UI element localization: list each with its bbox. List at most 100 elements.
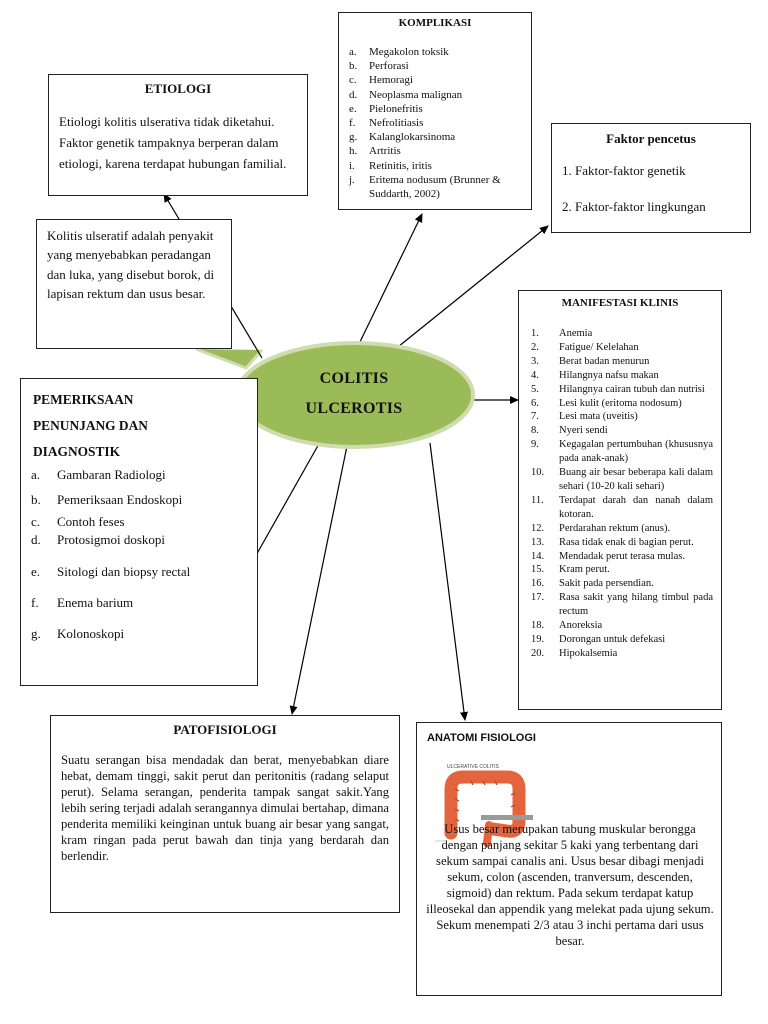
colon-illustration: ULCERATIVE COLITIS	[435, 764, 533, 847]
manifestasi-item-text: Berat badan menurun	[559, 355, 650, 367]
manifestasi-item-text: Nyeri sendi	[559, 425, 608, 437]
manifestasi-item: 13. Rasa tidak enak di bagian perut.	[531, 536, 721, 550]
pemeriksaan-item-text: Sitologi dan biopsy rectal	[57, 564, 191, 579]
arrow-to-anatomi	[429, 442, 468, 721]
pemeriksaan-item: f.Enema barium	[31, 595, 257, 626]
manifestasi-item: 10. Buang air besar beberapa kali dalam s…	[531, 466, 721, 494]
manifestasi-item-text: Kram perut.	[559, 564, 610, 576]
komplikasi-item: h. Artritis	[349, 144, 531, 158]
komplikasi-item-text: Eritema nodusum (Brunner & Suddarth, 200…	[369, 173, 501, 201]
manifestasi-item-text: Fatigue/ Kelelahan	[559, 341, 639, 353]
manifestasi-item-marker: 9.	[531, 439, 539, 451]
manifestasi-item-marker: 2.	[531, 341, 539, 353]
manifestasi-item-text: Buang air besar beberapa kali dalam seha…	[559, 467, 713, 492]
manifestasi-item: 16.Sakit pada persendian.	[531, 577, 721, 591]
pemeriksaan-item-marker: b.	[31, 492, 41, 507]
manifestasi-item-marker: 11.	[531, 494, 544, 506]
arrow-to-komplikasi	[357, 213, 423, 347]
manifestasi-title: MANIFESTASI KLINIS	[561, 297, 679, 309]
manifestasi-item: 19.Dorongan untuk defekasi	[531, 633, 721, 647]
komplikasi-item-marker: h.	[349, 145, 358, 158]
komplikasi-item-marker: b.	[349, 60, 358, 73]
komplikasi-item-text: Nefrolitiasis	[369, 117, 424, 130]
pemeriksaan-item-marker: f.	[31, 595, 39, 610]
manifestasi-item: 7. Lesi mata (uveitis)	[531, 410, 721, 424]
komplikasi-item-marker: f.	[349, 117, 356, 130]
pemeriksaan-item-marker: c.	[31, 514, 41, 529]
manifestasi-item-text: Rasa sakit yang hilang timbul pada rectu…	[559, 592, 713, 618]
komplikasi-item: e.Pielonefritis	[349, 102, 531, 116]
manifestasi-item-marker: 4.	[531, 369, 539, 381]
central-topic-line2: ULCEROTIS	[305, 400, 403, 417]
pemeriksaan-item: a. Gambaran Radiologi	[31, 467, 257, 492]
manifestasi-item-text: Dorongan untuk defekasi	[559, 633, 666, 645]
pemeriksaan-item: d.Protosigmoi doskopi	[31, 532, 257, 564]
pemeriksaan-item-text: Gambaran Radiologi	[57, 467, 166, 482]
arrow-to-pemeriksaan	[249, 441, 321, 567]
komplikasi-item-marker: g.	[349, 131, 358, 144]
manifestasi-item-text: Rasa tidak enak di bagian perut.	[559, 536, 694, 548]
etiologi-title: ETIOLOGI	[144, 81, 212, 96]
pemeriksaan-item-marker: d.	[31, 532, 41, 547]
etiologi-box: ETIOLOGI Etiologi kolitis ulserativa tid…	[48, 74, 308, 196]
manifestasi-item: 4. Hilangnya nafsu makan	[531, 369, 721, 383]
manifestasi-item: 9. Kegagalan pertumbuhan (khususnya pada …	[531, 438, 721, 466]
pemeriksaan-item-text: Pemeriksaan Endoskopi	[57, 492, 183, 507]
faktor-pencetus-item: 2. Faktor-faktor lingkungan	[562, 199, 706, 214]
manifestasi-item-text: Perdarahan rektum (anus).	[559, 522, 671, 534]
manifestasi-item: 5. Hilangnya cairan tubuh dan nutrisi	[531, 383, 721, 397]
anatomi-text: Usus besar merupakan tabung muskular ber…	[426, 822, 714, 948]
callout-tail	[195, 347, 264, 370]
pemeriksaan-item-text: Contoh feses	[57, 514, 125, 529]
manifestasi-item: 18.Anoreksia	[531, 619, 721, 633]
faktor-pencetus-title: Faktor pencetus	[606, 131, 696, 146]
manifestasi-item-text: Lesi mata (uveitis)	[559, 411, 638, 423]
manifestasi-item-marker: 7.	[531, 411, 539, 423]
arrow-to-pencetus	[387, 225, 549, 356]
pemeriksaan-list: a. Gambaran Radiologi b. Pemeriksaan Endosk…	[31, 467, 257, 642]
komplikasi-item: j. Eritema nodusum (Brunner & Suddarth, 2…	[349, 173, 531, 201]
manifestasi-item-marker: 3.	[531, 355, 539, 367]
pemeriksaan-item: c. Contoh feses	[31, 514, 257, 532]
komplikasi-item: d.Neoplasma malignan	[349, 88, 531, 102]
manifestasi-item-text: Mendadak perut terasa mulas.	[559, 550, 685, 562]
pemeriksaan-item-marker: a.	[31, 467, 41, 482]
manifestasi-item-marker: 18.	[531, 620, 545, 632]
komplikasi-item-marker: a.	[349, 46, 357, 58]
manifestasi-item-marker: 13.	[531, 536, 545, 548]
komplikasi-item-text: Megakolon toksik	[369, 46, 449, 58]
anatomi-title: ANATOMI FISIOLOGI	[427, 732, 536, 744]
komplikasi-item-marker: e.	[349, 102, 357, 115]
manifestasi-item-text: Terdapat darah dan nanah dalam kotoran.	[559, 494, 713, 520]
faktor-pencetus-box: Faktor pencetus 1. Faktor-faktor genetik…	[551, 123, 751, 233]
patofisiologi-title: PATOFISIOLOGI	[173, 722, 277, 737]
manifestasi-item: 15. Kram perut.	[531, 563, 721, 577]
komplikasi-item: a. Megakolon toksik	[349, 45, 531, 59]
pemeriksaan-title: PEMERIKSAAN PENUNJANG DAN DIAGNOSTIK	[33, 387, 257, 465]
komplikasi-item-marker: c.	[349, 74, 357, 87]
faktor-pencetus-item: 1. Faktor-faktor genetik	[562, 163, 686, 178]
komplikasi-item-marker: j.	[349, 173, 355, 186]
komplikasi-item-text: Artritis	[369, 145, 401, 158]
manifestasi-item-marker: 15.	[531, 564, 545, 576]
pemeriksaan-item: g.Kolonoskopi	[31, 626, 257, 642]
manifestasi-item-marker: 8.	[531, 425, 539, 437]
komplikasi-item: g. Kalanglokarsinoma	[349, 130, 531, 144]
pemeriksaan-item-text: Kolonoskopi	[57, 626, 125, 641]
manifestasi-item: 2. Fatigue/ Kelelahan	[531, 341, 721, 355]
manifestasi-item-text: Kegagalan pertumbuhan (khususnya pada an…	[559, 439, 713, 465]
manifestasi-item-text: Hilangnya nafsu makan	[559, 369, 659, 381]
komplikasi-item-text: Kalanglokarsinoma	[369, 131, 456, 144]
manifestasi-item-marker: 5.	[531, 383, 539, 395]
anatomi-box: ANATOMI FISIOLOGI ULCERATIVE COLITIS Usu…	[416, 722, 722, 996]
manifestasi-item-text: Hilangnya cairan tubuh dan nutrisi	[559, 383, 705, 395]
pemeriksaan-box: PEMERIKSAAN PENUNJANG DAN DIAGNOSTIK a. G…	[20, 378, 258, 686]
komplikasi-item-marker: i.	[349, 159, 355, 172]
manifestasi-item-marker: 17.	[531, 592, 545, 604]
komplikasi-item-text: Retinitis, iritis	[369, 159, 432, 172]
pemeriksaan-title-line3: DIAGNOSTIK	[33, 444, 121, 459]
manifestasi-item-marker: 10.	[531, 467, 545, 479]
